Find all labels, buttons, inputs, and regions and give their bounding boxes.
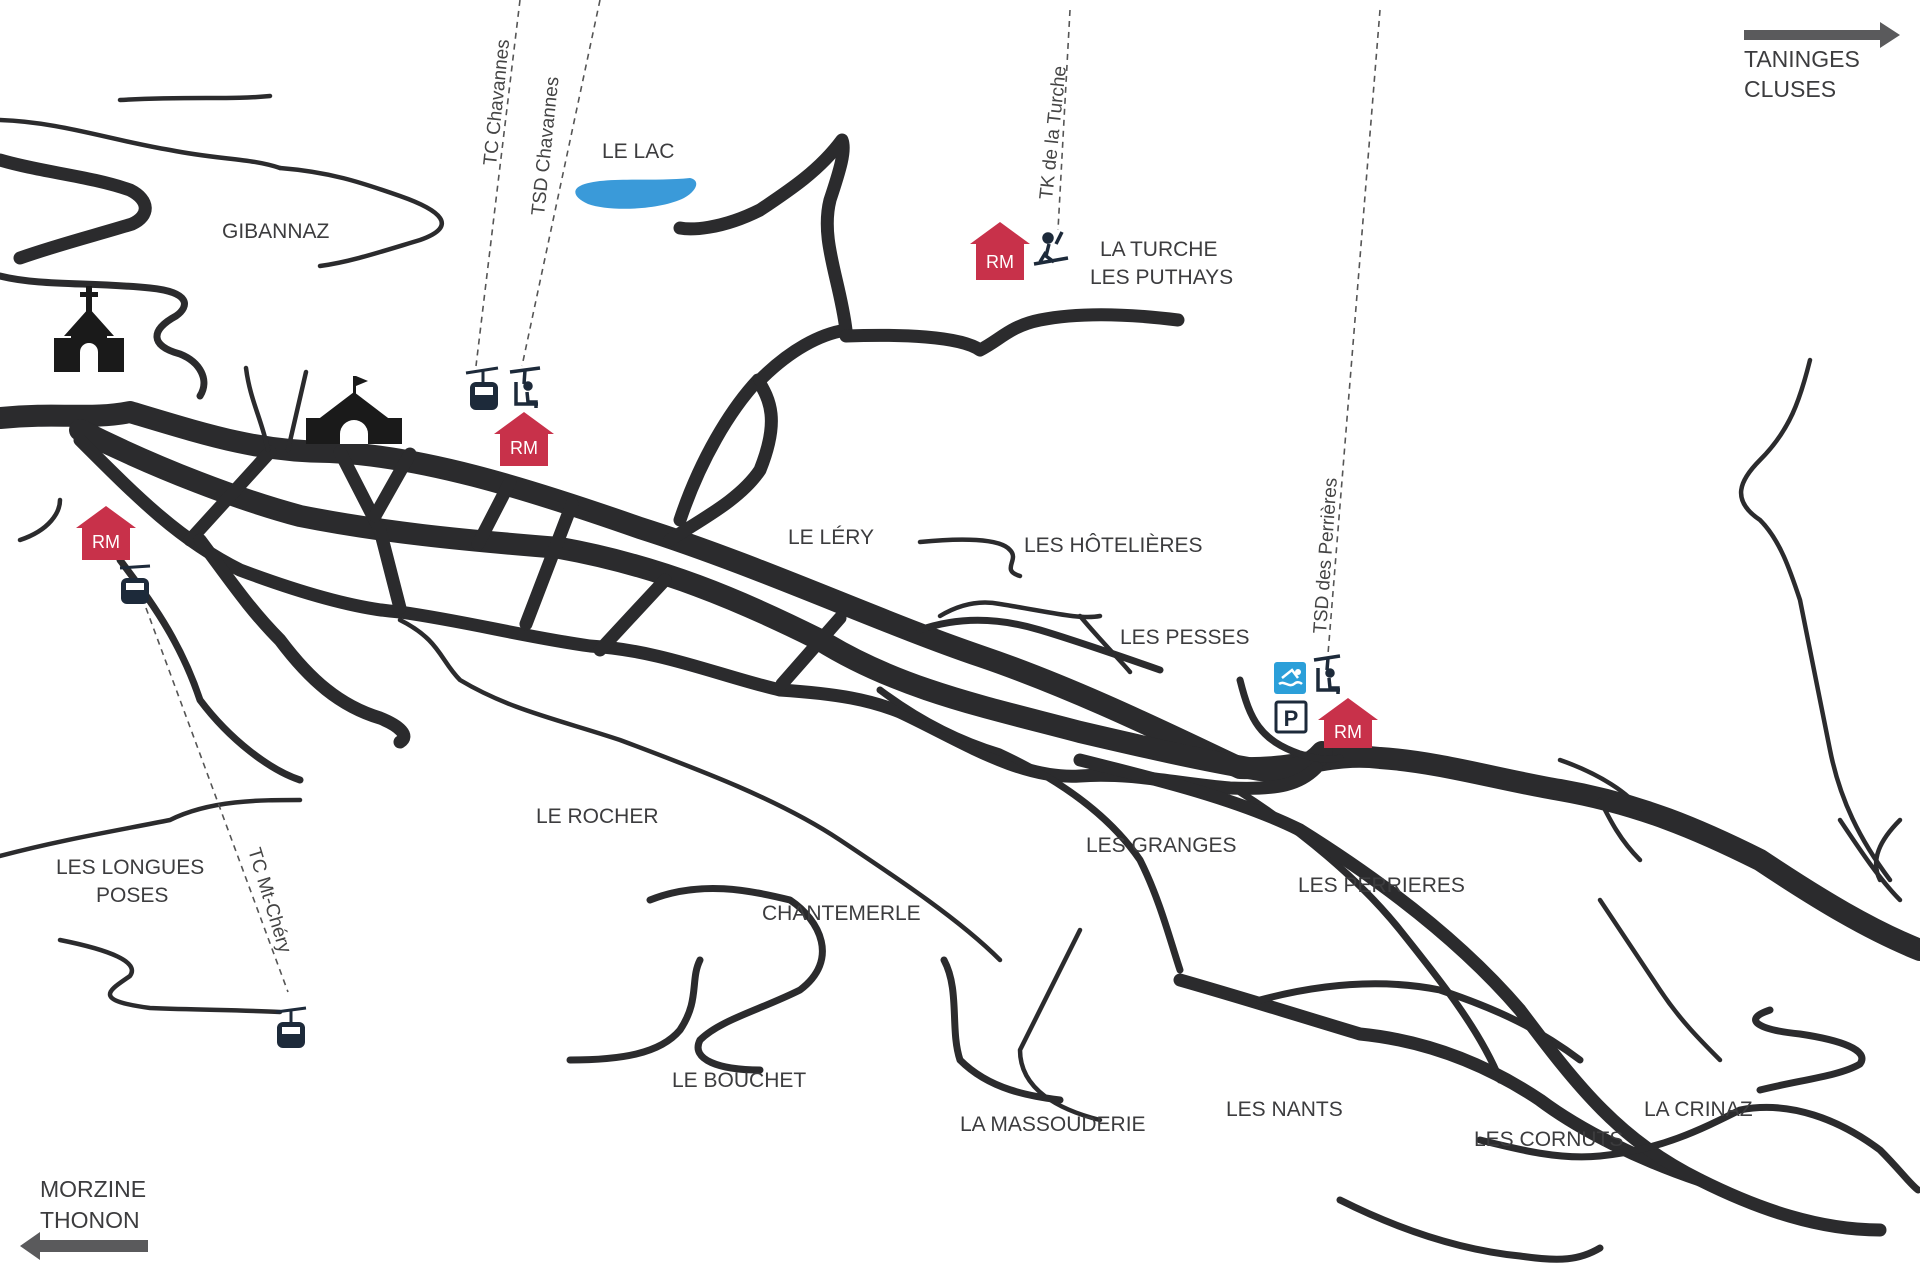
- label-tk-turche: TK de la Turche: [1036, 65, 1071, 201]
- svg-text:RM: RM: [1334, 722, 1362, 742]
- arrow-right-icon: [1744, 22, 1900, 48]
- label-les-nants: LES NANTS: [1226, 1098, 1343, 1121]
- label-tsd-perrieres: TSD des Perrières: [1310, 477, 1342, 634]
- svg-text:RM: RM: [986, 252, 1014, 272]
- surface-lift-icon: [1033, 231, 1069, 266]
- svg-text:THONON: THONON: [40, 1207, 140, 1233]
- svg-text:P: P: [1284, 706, 1299, 731]
- label-le-lac: LE LAC: [602, 140, 674, 163]
- turche-road: [839, 308, 1185, 357]
- lift-labels: TC Chavannes TSD Chavannes TK de la Turc…: [243, 38, 1342, 956]
- label-tc-chavannes: TC Chavannes: [480, 38, 514, 166]
- chairlift-icon: [509, 366, 541, 408]
- label-la-massouderie: LA MASSOUDERIE: [960, 1113, 1146, 1136]
- lift-cable-lines: [145, 0, 1381, 993]
- label-les-cornuts: LES CORNUTS: [1474, 1128, 1623, 1151]
- main-road-south: [69, 419, 1333, 782]
- town-hall-icon: [306, 376, 402, 444]
- direction-west: MORZINE THONON: [20, 1176, 148, 1260]
- rm-house-icon: [494, 412, 554, 466]
- church-icon: [54, 286, 124, 372]
- rm-house-icon: [1318, 698, 1378, 748]
- label-les-longues: LES LONGUES: [56, 856, 204, 879]
- road-network: [0, 93, 1920, 1263]
- label-le-rocher: LE ROCHER: [536, 805, 659, 828]
- lery-road: [663, 373, 778, 547]
- chairlift-icon: [1313, 654, 1341, 694]
- rm-marker-mt-chery: RM: [76, 506, 136, 560]
- label-les-perrieres: LES PERRIERES: [1298, 874, 1465, 897]
- label-le-bouchet: LE BOUCHET: [672, 1069, 806, 1092]
- label-le-lery: LE LÉRY: [788, 526, 874, 549]
- label-la-crinaz: LA CRINAZ: [1644, 1098, 1753, 1121]
- gondola-icon: [465, 366, 499, 410]
- swimming-pool-icon: [1274, 662, 1306, 694]
- label-la-turche: LA TURCHE: [1100, 238, 1217, 261]
- rm-house-icon: [76, 506, 136, 560]
- rm-marker-chavannes: RM: [494, 412, 554, 466]
- place-labels: GIBANNAZ LE LAC LA TURCHE LES PUTHAYS LE…: [56, 140, 1753, 1151]
- direction-east: TANINGES CLUSES: [1744, 22, 1900, 102]
- rm-marker-perrieres: RM: [1318, 698, 1378, 748]
- main-road-north: [0, 401, 1920, 961]
- label-les-pesses: LES PESSES: [1120, 626, 1250, 649]
- svg-text:RM: RM: [92, 532, 120, 552]
- svg-text:TANINGES: TANINGES: [1744, 46, 1860, 72]
- lake: [575, 178, 697, 209]
- svg-text:MORZINE: MORZINE: [40, 1176, 146, 1202]
- label-les-puthays: LES PUTHAYS: [1090, 266, 1233, 289]
- parking-icon: P: [1274, 700, 1308, 734]
- gondola-icon: [275, 1006, 307, 1048]
- gondola-icon: [119, 564, 151, 604]
- svg-text:CLUSES: CLUSES: [1744, 76, 1836, 102]
- rm-house-icon: [970, 222, 1030, 280]
- label-les-granges: LES GRANGES: [1086, 834, 1237, 857]
- svg-text:RM: RM: [510, 438, 538, 458]
- label-gibannaz: GIBANNAZ: [222, 220, 330, 243]
- arrow-left-icon: [20, 1232, 148, 1260]
- label-chantemerle: CHANTEMERLE: [762, 902, 921, 925]
- label-les-hotelieres: LES HÔTELIÈRES: [1024, 534, 1203, 557]
- rm-marker-turche: RM: [970, 222, 1030, 280]
- label-poses: POSES: [96, 884, 168, 907]
